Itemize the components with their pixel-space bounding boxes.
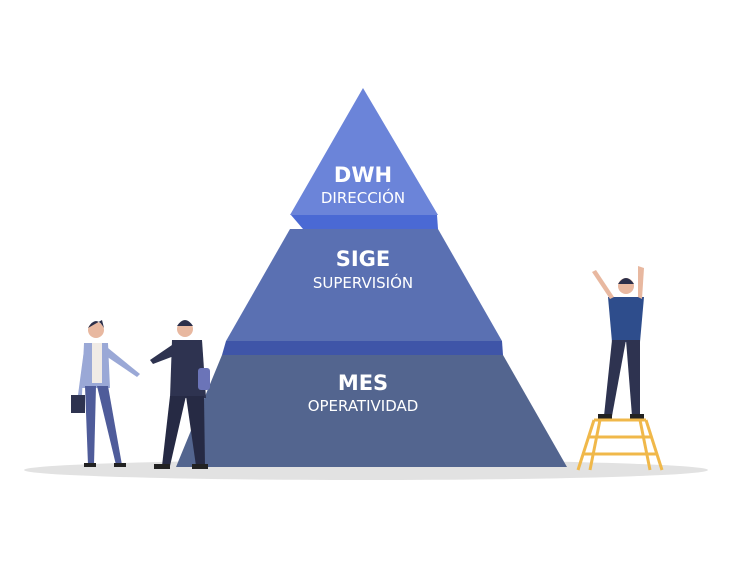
level-title-sige: SIGE (336, 247, 391, 271)
level-subtitle-supervision: SUPERVISIÓN (313, 273, 413, 292)
pyramid-tier-middle (226, 229, 502, 341)
man-figure (150, 320, 210, 469)
pyramid-band-top (291, 215, 438, 229)
level-subtitle-direccion: DIRECCIÓN (321, 188, 405, 207)
worker-on-ladder (592, 266, 644, 419)
pyramid-band-middle (222, 341, 503, 355)
woman-figure (71, 320, 140, 467)
ladder (576, 418, 664, 471)
pyramid-tier-top (290, 88, 438, 215)
level-title-mes: MES (338, 371, 388, 395)
level-subtitle-operatividad: OPERATIVIDAD (308, 397, 419, 415)
level-title-dwh: DWH (334, 163, 392, 187)
pyramid-tier-bottom (176, 355, 567, 467)
